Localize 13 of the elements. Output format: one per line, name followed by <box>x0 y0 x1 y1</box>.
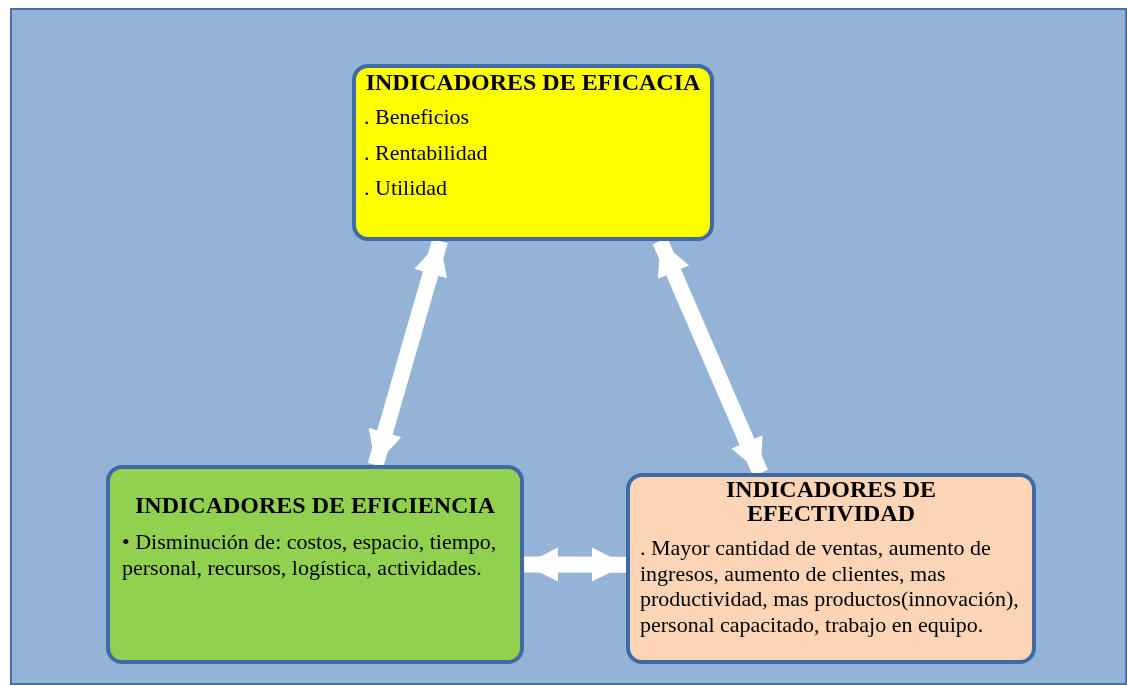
box-text: . Utilidad <box>364 175 449 202</box>
box-heading: INDICADORES DE EFICACIA <box>364 70 702 94</box>
box-heading: INDICADORES DE EFECTIVIDAD <box>724 477 937 525</box>
box-text: . Beneficios <box>364 104 471 130</box>
rounded-box <box>626 473 1036 664</box>
rounded-box <box>106 465 524 664</box>
double-arrow <box>367 238 448 468</box>
box-text: . Rentabilidad <box>364 139 489 166</box>
box-text: • Disminución de: costos, espacio, tiempo, personal, recursos, logística, actividades. <box>122 529 498 581</box>
double-arrow <box>523 547 627 582</box>
rounded-box <box>352 64 714 241</box>
box-text: . Mayor cantidad de ventas, aumento de ingresos, aumento de clientes, mas productividad, mas productos(innovación), personal capacitado, trabajo en equipo. <box>640 535 1020 638</box>
box-heading: INDICADORES DE EFICIENCIA <box>133 493 497 517</box>
